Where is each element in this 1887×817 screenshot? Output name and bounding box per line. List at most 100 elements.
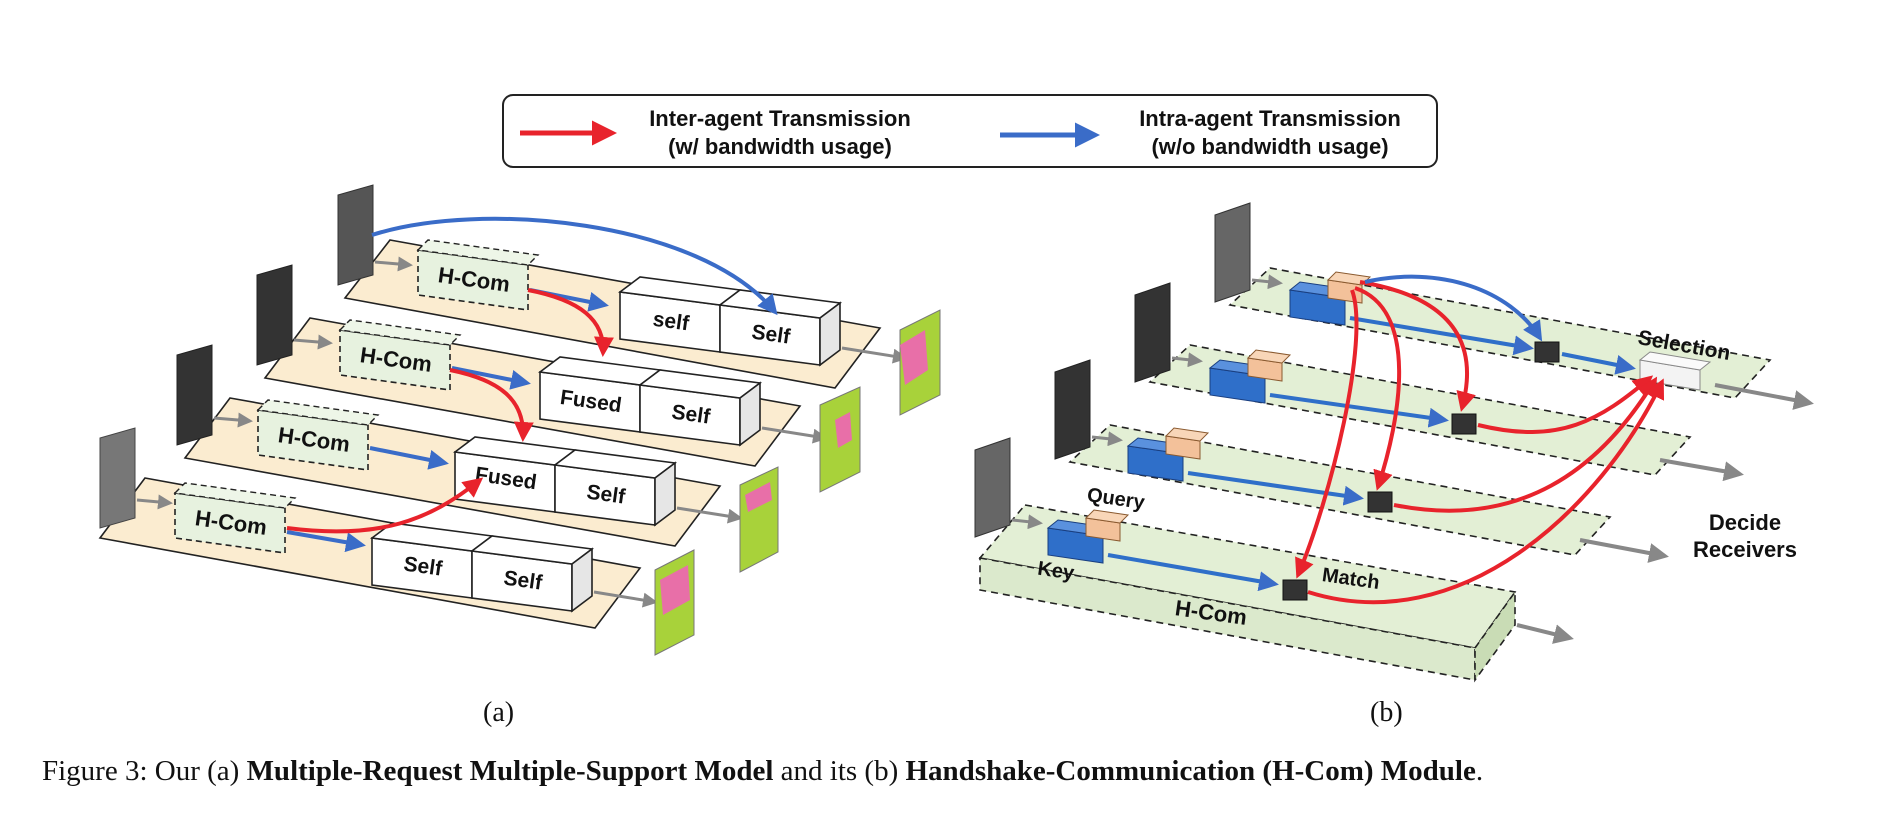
legend: Inter-agent Transmission (w/ bandwidth u… bbox=[502, 94, 1438, 168]
input-arrow bbox=[293, 334, 333, 350]
feature-box-1-label: Self bbox=[402, 552, 444, 580]
input-arrow-b-2 bbox=[1171, 352, 1203, 368]
intra-line-b-4 bbox=[1107, 553, 1279, 592]
output-arrow bbox=[841, 346, 908, 364]
feature-box-side bbox=[739, 381, 761, 447]
feature-box-2-label: Self bbox=[502, 566, 544, 594]
input-arrow bbox=[213, 412, 253, 428]
intra-arrow-query-self bbox=[1364, 274, 1543, 342]
inter-arrow-match-2 bbox=[1477, 375, 1654, 434]
panel-a-row-3: H-Com Fused Self bbox=[176, 344, 779, 573]
intra-arrow-row4 bbox=[286, 530, 366, 553]
legend-box bbox=[502, 94, 1438, 168]
caption-prefix: Figure 3: Our (a) bbox=[42, 755, 247, 787]
output-arrow-b-3 bbox=[1579, 538, 1669, 563]
agent-image-b-4 bbox=[974, 437, 1011, 538]
feature-box-side bbox=[654, 461, 676, 527]
agent-plate-b-2 bbox=[1148, 344, 1692, 476]
output-arrow bbox=[676, 506, 743, 524]
legend-inter-label-2: (w/ bandwidth usage) bbox=[668, 134, 892, 159]
feature-box-1-label: self bbox=[651, 308, 691, 336]
architecture-figure: Inter-agent Transmission (w/ bandwidth u… bbox=[98, 94, 1814, 683]
intra-line-b-1 bbox=[1349, 316, 1534, 356]
query-block-b-2-top bbox=[1246, 349, 1292, 364]
input-arrow bbox=[136, 494, 173, 510]
figure-caption: Figure 3: Our (a) Multiple-Request Multi… bbox=[42, 755, 1483, 788]
query-block-b-3-top bbox=[1164, 427, 1210, 442]
query-block-b-1-top bbox=[1326, 271, 1372, 286]
inter-arrow-row1 bbox=[527, 288, 614, 357]
output-map-overlay bbox=[745, 482, 772, 512]
decide-label-1: Decide bbox=[1709, 510, 1781, 535]
match-block-b-2 bbox=[1451, 413, 1477, 435]
panel-a-label: (a) bbox=[483, 697, 515, 728]
inter-arrow-match-3 bbox=[1393, 376, 1658, 513]
selection-block-top bbox=[1638, 351, 1712, 371]
inter-arrow-query-1 bbox=[1359, 280, 1476, 412]
agent-image-b-1 bbox=[1214, 202, 1251, 303]
output-arrow bbox=[761, 426, 828, 444]
output-arrow-b-4 bbox=[1516, 623, 1574, 644]
panel-a-row-1: H-Com self Self bbox=[337, 184, 941, 416]
output-arrow-b-1 bbox=[1714, 383, 1814, 410]
agent-image-b-3 bbox=[1054, 359, 1091, 460]
intra-line-b-3 bbox=[1187, 471, 1364, 506]
decide-label-2: Receivers bbox=[1693, 537, 1797, 562]
output-arrow bbox=[593, 590, 658, 608]
match-block-b-4 bbox=[1282, 579, 1308, 601]
feature-box-side bbox=[571, 547, 593, 613]
input-arrow bbox=[374, 256, 413, 272]
feature-box-2-label: Self bbox=[585, 480, 627, 508]
legend-intra-label-1: Intra-agent Transmission bbox=[1139, 106, 1401, 131]
input-arrow-b-1 bbox=[1251, 274, 1283, 290]
inter-arrow-match-4 bbox=[1307, 378, 1665, 605]
agent-image bbox=[99, 427, 136, 529]
panel-a-row-2: H-Com Fused Self bbox=[256, 264, 861, 493]
query-block-b-4-top bbox=[1084, 509, 1130, 524]
h-com-block-top bbox=[338, 319, 462, 346]
h-com-block bbox=[174, 492, 286, 554]
feature-box-2-label: Self bbox=[750, 320, 792, 348]
intra-arrow-row2 bbox=[451, 366, 531, 390]
panel-a-row-4: H-Com Self Self bbox=[98, 427, 695, 656]
inter-arrow-row4 bbox=[286, 477, 484, 534]
match-block-b-3 bbox=[1367, 491, 1393, 513]
panel-a-diagram: H-Com self Self H-Com Fused bbox=[98, 184, 941, 656]
caption-suffix: . bbox=[1475, 755, 1484, 787]
legend-intra-label-2: (w/o bandwidth usage) bbox=[1151, 134, 1388, 159]
agent-plate-b-3 bbox=[1068, 424, 1612, 556]
h-com-block-top bbox=[416, 239, 540, 266]
feature-box-side bbox=[819, 301, 841, 367]
intra-arrow-row3 bbox=[369, 446, 449, 470]
h-com-plate-front bbox=[979, 557, 1476, 681]
caption-middle: and its (b) bbox=[773, 755, 906, 787]
h-com-block-top bbox=[256, 399, 380, 426]
feature-box-2-label: Self bbox=[670, 400, 712, 428]
caption-bold-1: Multiple-Request Multiple-Support Model bbox=[246, 755, 774, 787]
inter-arrow-query-2 bbox=[1354, 286, 1402, 491]
agent-image bbox=[256, 264, 293, 366]
intra-line-b-2 bbox=[1269, 393, 1449, 428]
inter-arrow-query-3 bbox=[1295, 289, 1359, 579]
output-map bbox=[739, 466, 779, 573]
output-arrow-b-2 bbox=[1659, 458, 1744, 482]
output-map-overlay bbox=[900, 330, 928, 385]
agent-image bbox=[176, 344, 213, 446]
agent-image-b-2 bbox=[1134, 282, 1171, 383]
caption-bold-2: Handshake-Communication (H-Com) Module bbox=[905, 755, 1476, 787]
h-com-block-top bbox=[173, 482, 297, 509]
output-map-overlay bbox=[835, 412, 852, 448]
input-arrow-b-3 bbox=[1091, 431, 1123, 447]
output-map-overlay bbox=[660, 565, 690, 615]
legend-inter-label-1: Inter-agent Transmission bbox=[649, 106, 911, 131]
match-block-b-1 bbox=[1534, 341, 1560, 363]
h-com-plate-side bbox=[1474, 589, 1516, 683]
intra-line-b-1b bbox=[1561, 352, 1636, 375]
inter-arrow-row2 bbox=[449, 368, 534, 442]
agent-image bbox=[337, 184, 374, 286]
key-label: Key bbox=[1036, 558, 1076, 585]
panel-b-diagram: Selection Query Key bbox=[974, 202, 1814, 683]
query-label: Query bbox=[1086, 484, 1147, 514]
intra-arrow-top bbox=[371, 216, 778, 316]
panel-b-label: (b) bbox=[1370, 697, 1403, 728]
